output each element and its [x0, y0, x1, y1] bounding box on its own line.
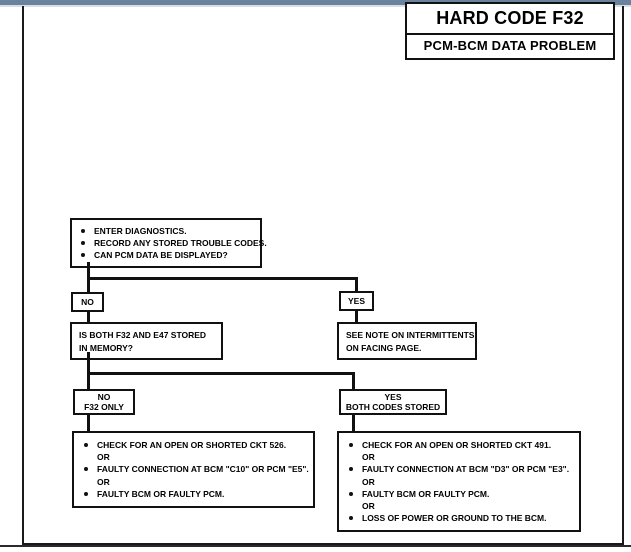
node-action-right: CHECK FOR AN OPEN OR SHORTED CKT 491. OR…: [337, 431, 581, 533]
connector-start-down: [87, 262, 90, 280]
intermittents-line: ON FACING PAGE.: [346, 342, 422, 353]
connector-branch2-yes-down: [352, 372, 355, 390]
header-problem-subtitle: PCM-BCM DATA PROBLEM: [423, 38, 597, 53]
start-bullet-item: CAN PCM DATA BE DISPLAYED?: [79, 249, 253, 261]
branch2-no-line2: F32 ONLY: [84, 402, 124, 412]
node-question-f32-e47: IS BOTH F32 AND E47 STORED IN MEMORY?: [70, 322, 223, 360]
label-branch1-no: NO: [71, 292, 104, 312]
action-right-bullet-item: LOSS OF POWER OR GROUND TO THE BCM.: [347, 512, 571, 524]
action-left-bullet-list: CHECK FOR AN OPEN OR SHORTED CKT 526. OR…: [82, 439, 309, 500]
connector-branch1-yes-down: [355, 277, 358, 293]
action-right-or: OR: [362, 452, 375, 463]
action-left-or: OR: [97, 476, 110, 487]
connector-branch1-horizontal: [87, 277, 358, 280]
start-bullet-item: ENTER DIAGNOSTICS.: [79, 225, 253, 237]
label-branch1-yes: YES: [339, 291, 374, 311]
action-left-or: OR: [97, 452, 110, 463]
branch2-yes-line2: BOTH CODES STORED: [345, 402, 441, 412]
connector-branch2-no-down: [87, 372, 90, 390]
action-left-bullet-item: FAULTY CONNECTION AT BCM "C10" OR PCM "E…: [82, 463, 309, 475]
question2-line: IN MEMORY?: [79, 342, 133, 353]
connector-yes1-to-intermittents: [355, 310, 358, 323]
connector-yes2-to-action-right: [352, 414, 355, 432]
label-branch2-yes-both-codes: YES BOTH CODES STORED: [339, 389, 447, 415]
action-right-or: OR: [362, 501, 375, 512]
connector-no2-to-action-left: [87, 414, 90, 432]
connector-branch2-horizontal: [87, 372, 355, 375]
intermittents-line: SEE NOTE ON INTERMITTENTS: [346, 330, 475, 340]
action-right-bullet-item: FAULTY BCM OR FAULTY PCM.: [347, 488, 571, 500]
header-code-title: HARD CODE F32: [407, 4, 613, 35]
connector-branch1-no-down: [87, 277, 90, 293]
header-title-block: HARD CODE F32 PCM-BCM DATA PROBLEM: [405, 2, 615, 60]
action-right-or: OR: [362, 476, 375, 487]
node-action-left: CHECK FOR AN OPEN OR SHORTED CKT 526. OR…: [72, 431, 315, 509]
node-start-diagnostics: ENTER DIAGNOSTICS. RECORD ANY STORED TRO…: [70, 218, 267, 268]
branch2-no-line1: NO: [97, 391, 111, 402]
action-left-bullet-item: CHECK FOR AN OPEN OR SHORTED CKT 526.: [82, 439, 305, 451]
connector-no1-to-question2: [87, 311, 90, 324]
question2-line: IS BOTH F32 AND E47 STORED: [79, 330, 207, 340]
scan-top-strip: [0, 0, 631, 5]
branch2-yes-line1: YES: [384, 391, 402, 402]
action-left-bullet-item: FAULTY BCM OR FAULTY PCM.: [82, 488, 305, 500]
node-see-note-intermittents: SEE NOTE ON INTERMITTENTS ON FACING PAGE…: [337, 322, 477, 360]
action-right-bullet-list: CHECK FOR AN OPEN OR SHORTED CKT 491. OR…: [347, 439, 571, 524]
label-branch2-no-f32-only: NO F32 ONLY: [73, 389, 135, 415]
action-right-bullet-item: CHECK FOR AN OPEN OR SHORTED CKT 491.: [347, 439, 571, 451]
page-bottom-edge: [0, 545, 631, 547]
scan-top-strip-shadow: [0, 5, 631, 7]
start-bullet-item: RECORD ANY STORED TROUBLE CODES.: [79, 237, 267, 249]
start-bullet-list: ENTER DIAGNOSTICS. RECORD ANY STORED TRO…: [79, 225, 267, 262]
action-right-bullet-item: FAULTY CONNECTION AT BCM "D3" OR PCM "E3…: [347, 463, 571, 475]
connector-question2-down: [87, 352, 90, 374]
page-border-frame: [22, 6, 624, 545]
